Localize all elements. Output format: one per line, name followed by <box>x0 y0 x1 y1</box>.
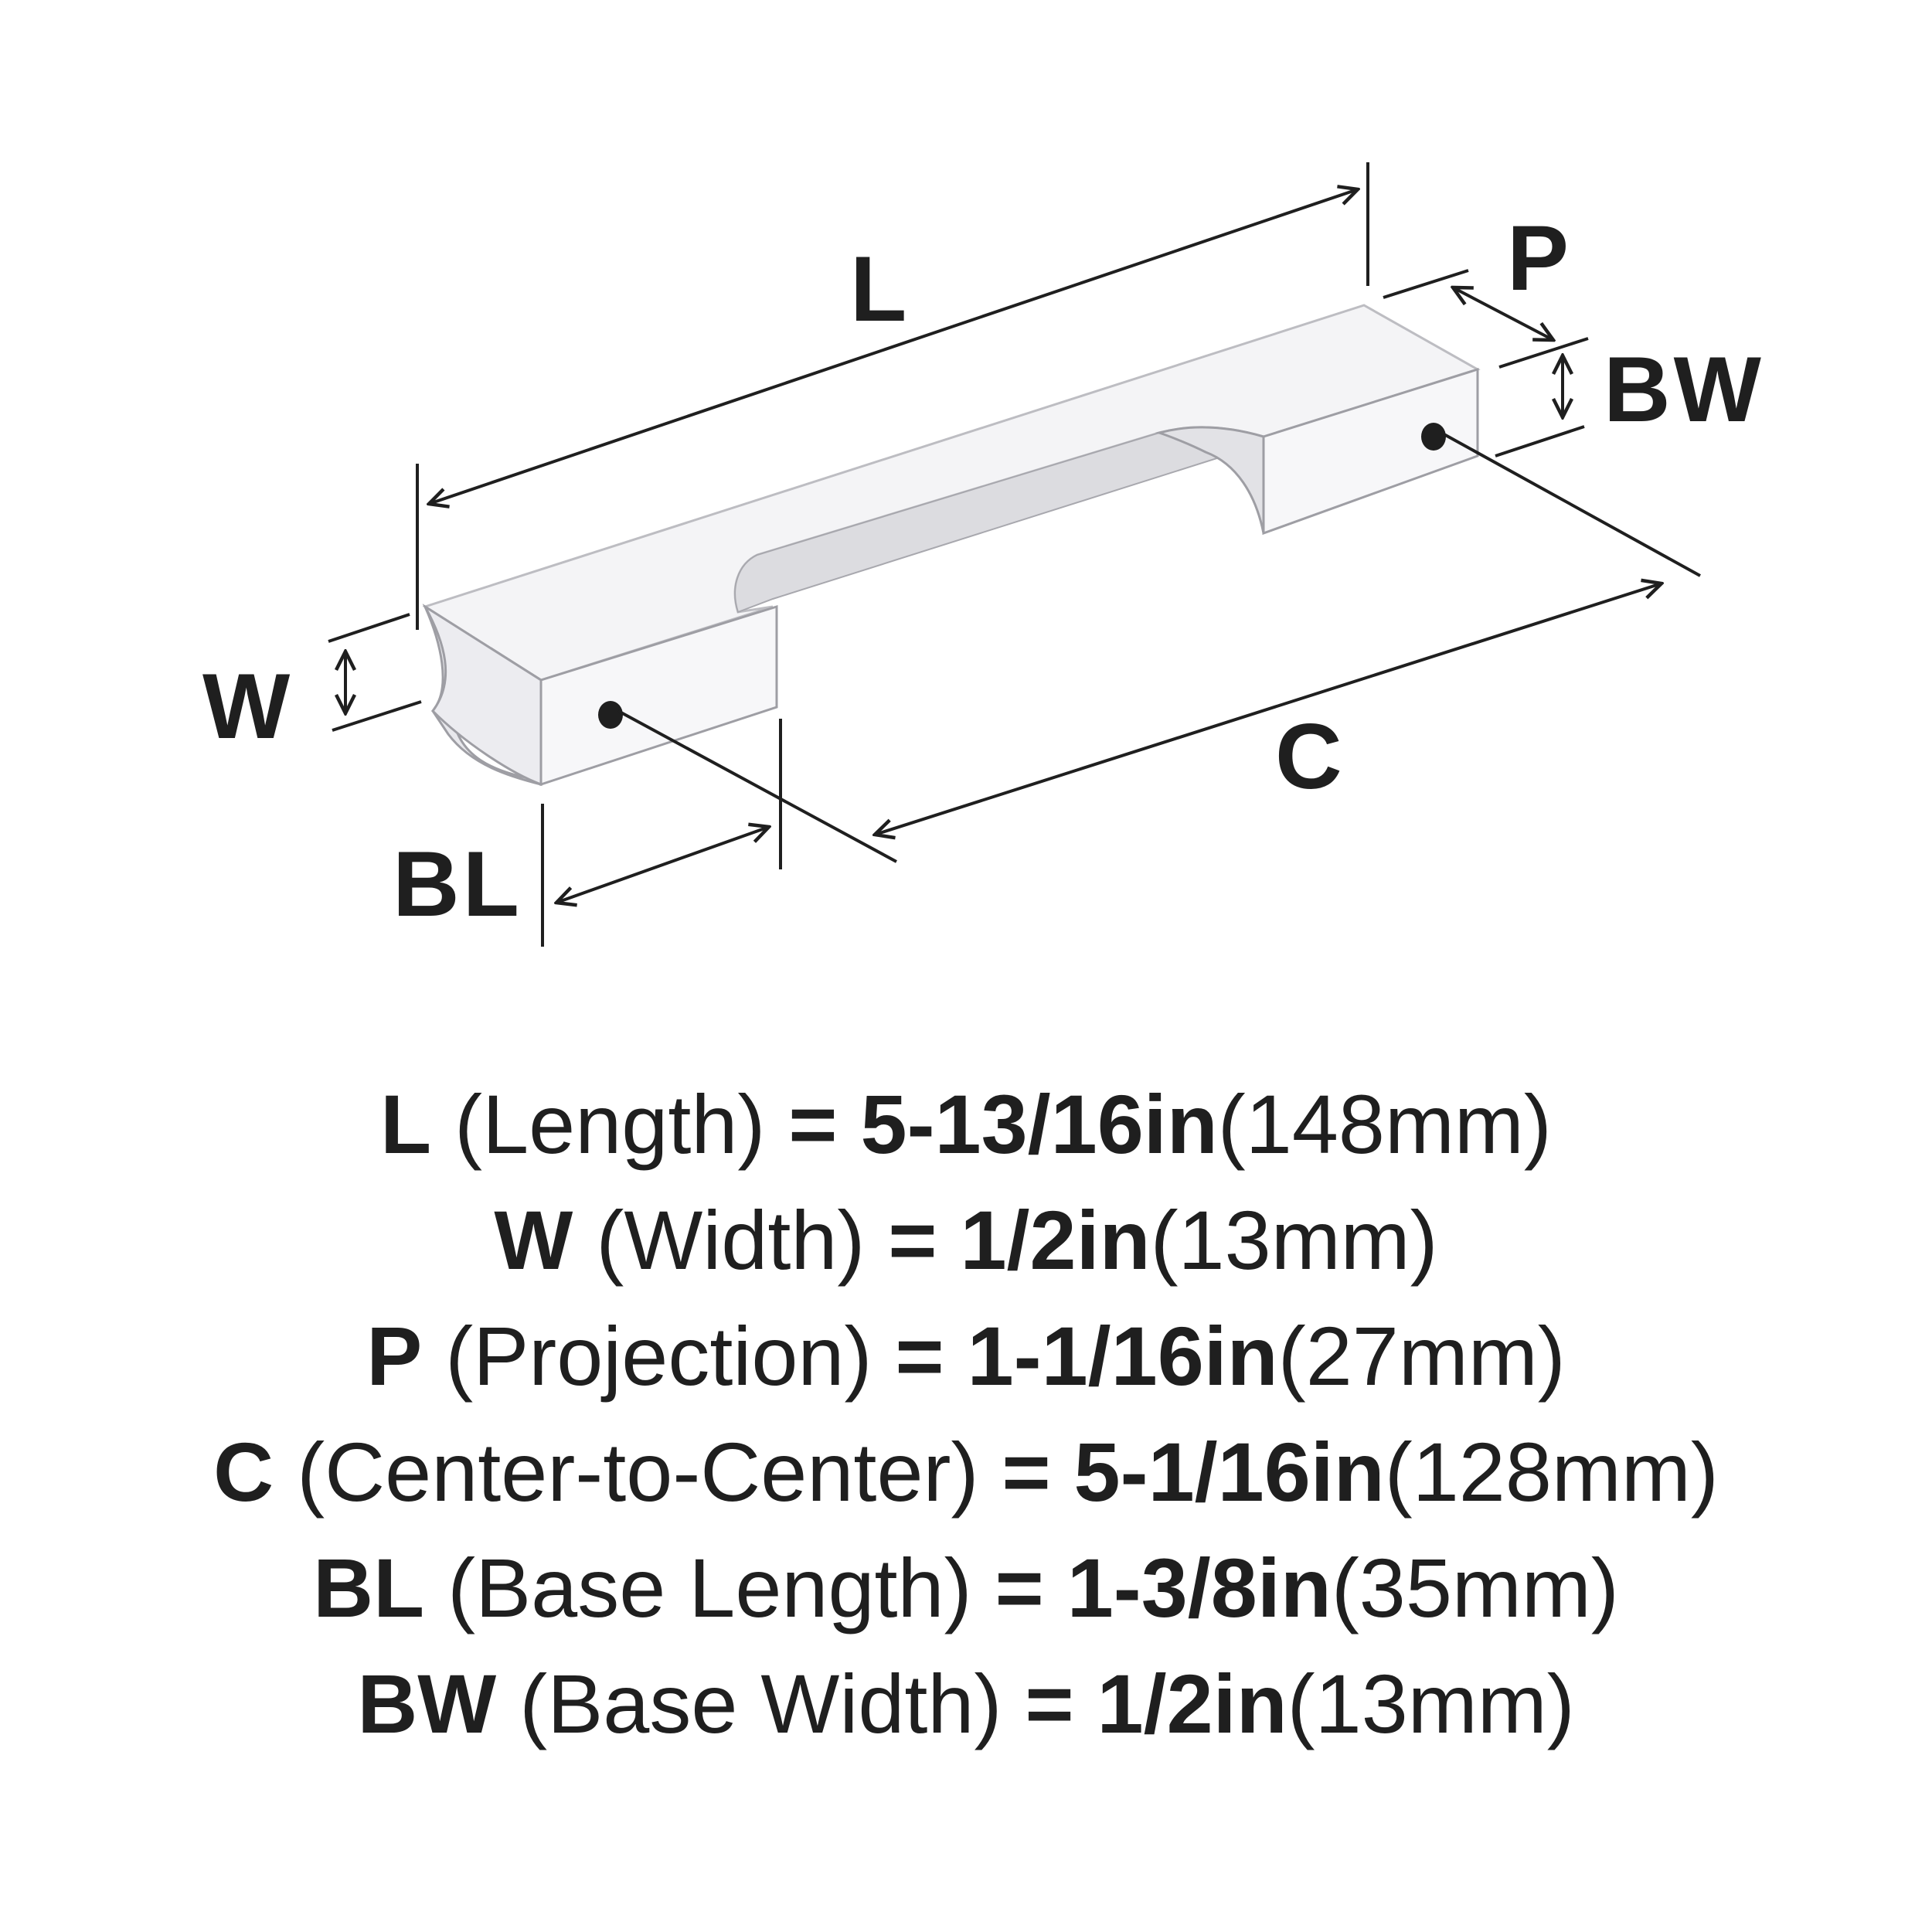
label-BW: BW <box>1604 338 1764 441</box>
projection-dimension-line <box>1453 287 1553 340</box>
spec-imperial: 1/2in <box>1097 1657 1287 1750</box>
label-P: P <box>1507 206 1572 310</box>
dimension-lines <box>328 162 1701 947</box>
base-width-extension-top <box>1498 337 1589 369</box>
spec-metric: (148mm) <box>1217 1077 1552 1171</box>
base-length-dimension-line <box>556 827 769 903</box>
spec-code: W <box>494 1193 573 1287</box>
spec-metric: (13mm) <box>1287 1657 1575 1750</box>
length-dimension-line <box>429 189 1358 504</box>
center-extension-right <box>1440 431 1701 577</box>
width-extension-bottom <box>332 700 422 732</box>
spec-imperial: 5-13/16in <box>860 1077 1218 1171</box>
spec-equals: = <box>788 1077 838 1171</box>
spec-description: (Projection) <box>445 1309 872 1403</box>
spec-code: L <box>380 1077 432 1171</box>
spec-row-length: L (Length) = 5-13/16in(148mm) <box>0 1066 1932 1182</box>
label-L: L <box>850 237 910 341</box>
label-BL: BL <box>393 832 522 936</box>
spec-row-width: W (Width) = 1/2in(13mm) <box>0 1182 1932 1298</box>
spec-description: (Center-to-Center) <box>297 1425 979 1519</box>
spec-description: (Base Width) <box>519 1657 1002 1750</box>
spec-description: (Base Length) <box>447 1541 972 1634</box>
left-screw-hole <box>598 701 623 729</box>
spec-code: BW <box>357 1657 497 1750</box>
spec-description: (Length) <box>454 1077 766 1171</box>
spec-equals: = <box>1002 1425 1051 1519</box>
spec-imperial: 1-1/16in <box>967 1309 1278 1403</box>
spec-equals: = <box>895 1309 944 1403</box>
spec-imperial: 1-3/8in <box>1066 1541 1332 1634</box>
pull-handle-dimension-diagram: L P BW W C BL <box>202 162 1764 947</box>
spec-imperial: 1/2in <box>960 1193 1151 1287</box>
spec-code: C <box>213 1425 274 1519</box>
spec-metric: (13mm) <box>1150 1193 1438 1287</box>
spec-code: BL <box>313 1541 425 1634</box>
spec-row-center-to-center: C (Center-to-Center) = 5-1/16in(128mm) <box>0 1414 1932 1530</box>
label-C: C <box>1275 705 1345 808</box>
center-to-center-dimension-line <box>875 583 1662 835</box>
width-extension-top <box>328 613 410 643</box>
spec-row-projection: P (Projection) = 1-1/16in(27mm) <box>0 1298 1932 1414</box>
base-width-extension-bottom <box>1495 425 1585 457</box>
spec-row-base-width: BW (Base Width) = 1/2in(13mm) <box>0 1646 1932 1762</box>
right-screw-hole <box>1421 423 1446 451</box>
spec-equals: = <box>888 1193 937 1287</box>
left-base-block <box>539 604 778 787</box>
label-W: W <box>202 655 293 758</box>
spec-row-base-length: BL (Base Length) = 1-3/8in(35mm) <box>0 1530 1932 1646</box>
dimension-specifications: L (Length) = 5-13/16in(148mm) W (Width) … <box>0 1066 1932 1762</box>
center-extension-left <box>617 709 897 863</box>
spec-metric: (128mm) <box>1384 1425 1719 1519</box>
spec-imperial: 5-1/16in <box>1073 1425 1385 1519</box>
spec-metric: (35mm) <box>1331 1541 1619 1634</box>
spec-code: P <box>366 1309 423 1403</box>
spec-equals: = <box>1025 1657 1074 1750</box>
handle-left-end-curve <box>423 605 543 787</box>
projection-extension <box>1383 269 1469 299</box>
spec-equals: = <box>995 1541 1044 1634</box>
spec-description: (Width) <box>596 1193 866 1287</box>
spec-metric: (27mm) <box>1277 1309 1566 1403</box>
